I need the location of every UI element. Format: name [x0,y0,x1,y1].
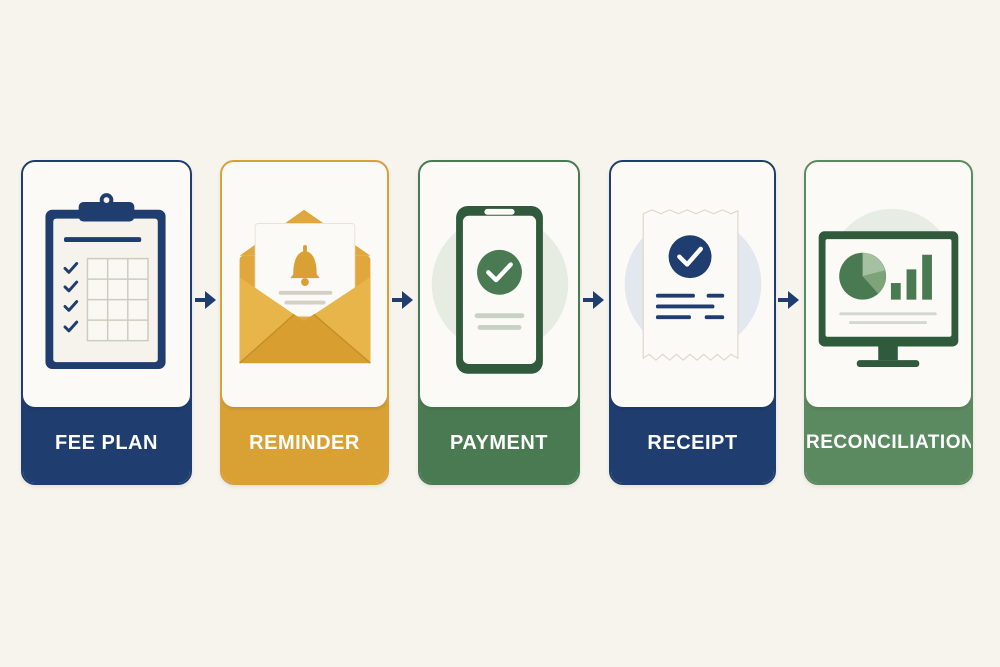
clipboard-checklist-icon [45,193,166,369]
arrow-right-icon [392,291,413,309]
phone-check-icon [431,205,569,374]
step-card-reconciliation: RECONCILIATION [804,160,973,485]
arrow-right-icon [583,291,604,309]
step-card-payment: PAYMENT [418,160,580,485]
step-card-receipt: RECEIPT [609,160,776,485]
step-label-fee-plan: FEE PLAN [55,432,158,454]
monitor-chart-icon [818,208,959,367]
arrow-right-icon [778,291,799,309]
step-label-payment: PAYMENT [450,432,548,454]
arrow-right-icon [195,291,216,309]
step-label-reconciliation: RECONCILIATION [806,432,973,453]
envelope-bell-icon [239,209,371,364]
step-label-reminder: REMINDER [249,432,360,454]
step-card-fee-plan: FEE PLAN [21,160,192,485]
step-card-reminder: REMINDER [220,160,389,485]
receipt-check-icon [624,209,762,361]
step-label-receipt: RECEIPT [647,432,738,454]
